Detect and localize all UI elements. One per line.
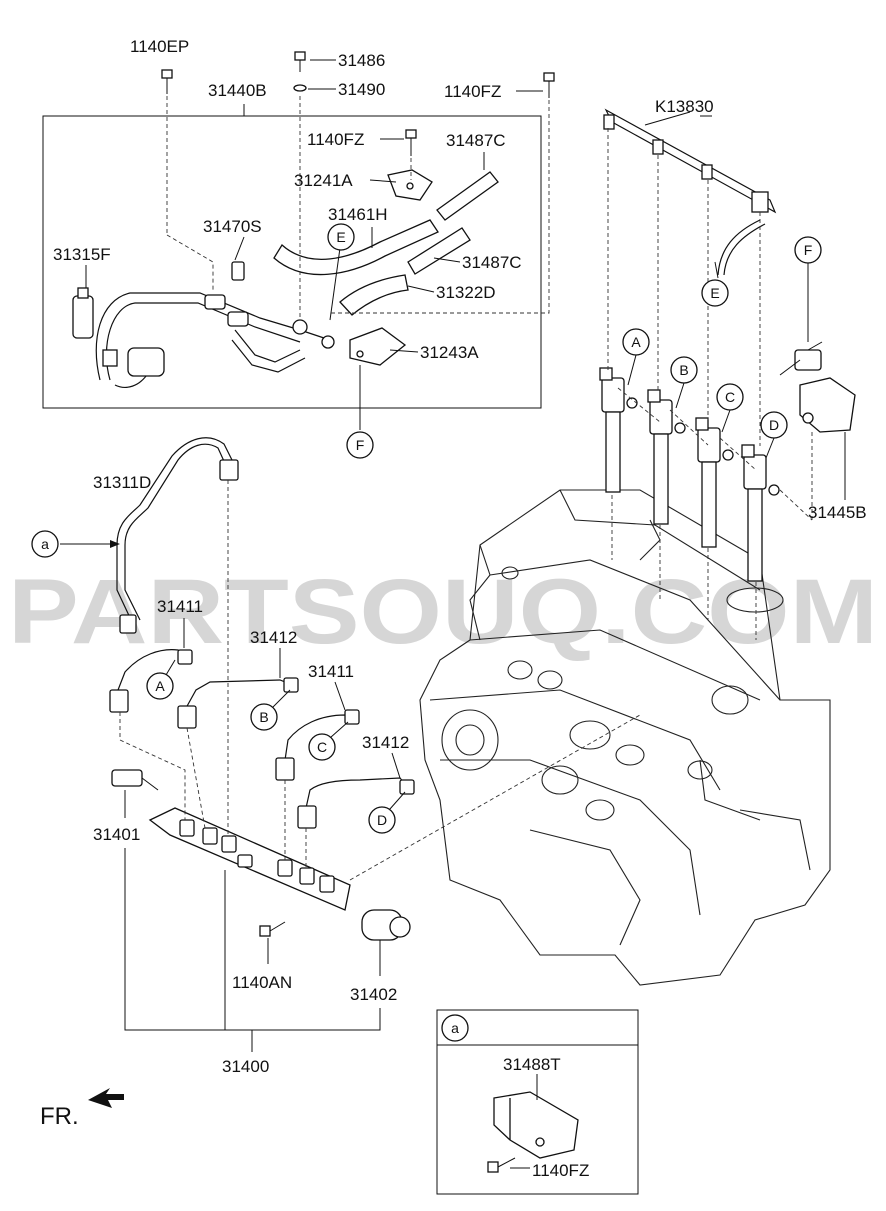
callout-a-inset: a xyxy=(451,1020,459,1036)
label-31445b: 31445B xyxy=(808,503,867,522)
callout-B-pipe: B xyxy=(259,709,268,725)
label-31486: 31486 xyxy=(338,51,385,70)
label-31440b: 31440B xyxy=(208,81,267,100)
label-31488t: 31488T xyxy=(503,1055,561,1074)
part-number-labels: 1140EP 31486 31490 1140FZ 31440B K13830 … xyxy=(53,37,867,1180)
callout-A-top: A xyxy=(631,334,641,350)
bracket-31445b xyxy=(779,341,856,433)
callout-D-pipe: D xyxy=(377,812,387,828)
label-31243a: 31243A xyxy=(420,343,479,362)
harness-group-frame xyxy=(42,115,542,409)
label-1140fz-inset: 1140FZ xyxy=(532,1161,589,1180)
label-31411-2: 31411 xyxy=(308,662,354,681)
callout-F-right: F xyxy=(804,242,813,258)
label-31412-2: 31412 xyxy=(362,733,409,752)
dashed-guides xyxy=(119,96,813,881)
top-bolts xyxy=(161,51,555,156)
label-31400: 31400 xyxy=(222,1057,269,1076)
label-31487c-2: 31487C xyxy=(462,253,522,272)
fuel-rail-31400 xyxy=(111,769,411,941)
callout-B-top: B xyxy=(679,362,688,378)
inset-bracket-31488t xyxy=(487,1091,579,1173)
callout-D-top: D xyxy=(769,417,779,433)
label-31241a: 31241A xyxy=(294,171,353,190)
callout-A-pipe: A xyxy=(155,678,165,694)
label-31412-1: 31412 xyxy=(250,628,297,647)
label-31402: 31402 xyxy=(350,985,397,1004)
callout-E-right: E xyxy=(710,285,719,301)
label-31401: 31401 xyxy=(93,825,140,844)
label-1140an: 1140AN xyxy=(232,973,292,992)
callout-E-left: E xyxy=(336,229,345,245)
label-31487c-1: 31487C xyxy=(446,131,506,150)
callout-F-left: F xyxy=(356,437,365,453)
front-direction-arrow xyxy=(88,1088,124,1108)
label-31311d: 31311D xyxy=(93,473,151,492)
inset-frame xyxy=(436,1009,639,1195)
callout-circles: a a A B C D E E F F A B C D xyxy=(31,223,822,1042)
callout-a-main: a xyxy=(41,536,49,552)
harness-and-hoses xyxy=(72,169,499,388)
injector-return-line xyxy=(603,108,777,276)
callout-C-pipe: C xyxy=(317,739,327,755)
label-1140ep: 1140EP xyxy=(130,37,189,56)
engine-block-drawing xyxy=(419,489,831,986)
front-direction-label: FR. xyxy=(40,1103,79,1130)
label-k13830: K13830 xyxy=(655,97,714,116)
callout-C-top: C xyxy=(725,389,735,405)
label-31470s: 31470S xyxy=(203,217,262,236)
high-pressure-pipes xyxy=(109,437,415,829)
label-1140fz-top: 1140FZ xyxy=(444,82,501,101)
label-31411-1: 31411 xyxy=(157,597,203,616)
label-1140fz-mid: 1140FZ xyxy=(307,130,364,149)
label-31490: 31490 xyxy=(338,80,385,99)
label-31461h: 31461H xyxy=(328,205,388,224)
label-31315f: 31315F xyxy=(53,245,111,264)
label-31322d: 31322D xyxy=(436,283,496,302)
injectors xyxy=(599,367,780,582)
arrow-a-indicator xyxy=(110,540,120,548)
watermark: PARTSOUQ.COM xyxy=(8,561,878,663)
